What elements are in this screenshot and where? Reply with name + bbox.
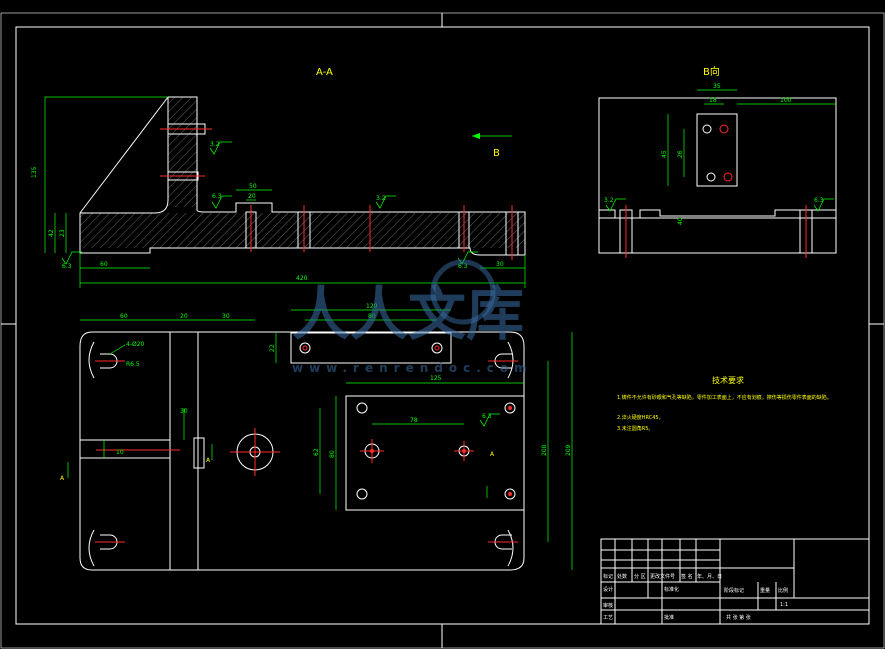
tb-sign: 签 名 bbox=[681, 573, 693, 580]
hatch-vertical bbox=[168, 97, 197, 207]
dim-78: 78 bbox=[410, 417, 418, 424]
dim-18: 18 bbox=[709, 97, 717, 104]
roughness-3: 3.2 bbox=[376, 195, 386, 202]
tb-scale-value: 1:1 bbox=[780, 602, 788, 608]
dim-plan-10: 10 bbox=[116, 449, 124, 456]
dim-45: 45 bbox=[661, 150, 668, 158]
dim-420: 420 bbox=[296, 275, 308, 282]
large-plate bbox=[345, 395, 525, 511]
plan-view: 60 20 30 120 80 22 125 78 62 80 200 209 … bbox=[60, 303, 573, 571]
view-b: B向 35 18 100 45 26 40 3.2 6.3 bbox=[598, 65, 837, 258]
dim-62: 62 bbox=[313, 448, 320, 456]
tb-review: 审核 bbox=[603, 602, 613, 609]
dim-35: 35 bbox=[713, 83, 721, 90]
view-arrow-b: B bbox=[493, 148, 500, 159]
dim-209: 209 bbox=[565, 444, 572, 456]
dim-plan-30: 30 bbox=[222, 313, 230, 320]
section-aa-label: A-A bbox=[316, 67, 333, 78]
web-rib bbox=[79, 96, 169, 214]
dim-135: 135 bbox=[31, 166, 38, 178]
tb-mark: 标记 bbox=[603, 573, 613, 580]
tech-line-1: 1.铸件不允许有砂眼和气孔等缺陷，零件加工表面上，不应有划痕，擦伤等损伤零件表面… bbox=[617, 394, 832, 401]
tech-line-3: 3.未注圆角R5。 bbox=[617, 425, 653, 432]
tb-zone: 分 区 bbox=[634, 573, 646, 580]
view-arrow-a-1: A bbox=[60, 475, 65, 482]
tech-requirements: 技术要求 1.铸件不允许有砂眼和气孔等缺陷，零件加工表面上，不应有划痕，擦伤等损… bbox=[617, 375, 832, 432]
dim-42: 42 bbox=[48, 229, 55, 237]
title-block: 标记 处数 分 区 更改文件号 签 名 年、月、日 设计 标准化 审核 工艺 批… bbox=[600, 538, 870, 625]
roughness-5: 6.3 bbox=[458, 263, 468, 270]
dim-200: 200 bbox=[541, 444, 548, 456]
view-b-hole-4 bbox=[723, 172, 733, 182]
watermark-text: 人人文库 bbox=[292, 280, 524, 348]
dim-80: 80 bbox=[368, 313, 376, 320]
tb-change: 更改文件号 bbox=[650, 573, 675, 580]
tech-line-2: 2.淬火硬度HRC45， bbox=[617, 414, 664, 421]
view-b-outline bbox=[598, 97, 837, 254]
dim-100: 100 bbox=[780, 97, 792, 104]
tb-design: 设计 bbox=[603, 586, 613, 593]
dim-60: 60 bbox=[100, 261, 108, 268]
dim-26: 26 bbox=[677, 150, 684, 158]
dim-40: 40 bbox=[677, 217, 684, 225]
view-b-label: B向 bbox=[703, 65, 720, 78]
dim-plan-80: 80 bbox=[329, 450, 336, 458]
section-aa-view: A-A 135 42 23 60 420 bbox=[31, 67, 526, 288]
tb-stage: 阶段标记 bbox=[724, 587, 744, 594]
view-b-hole-3 bbox=[706, 172, 716, 182]
dim-125: 125 bbox=[430, 375, 442, 382]
dim-22: 22 bbox=[269, 344, 276, 352]
small-plate bbox=[290, 332, 452, 364]
roughness-7: 6.3 bbox=[814, 197, 824, 204]
roughness-4: 6.3 bbox=[62, 263, 72, 270]
dim-plan-30b: 30 bbox=[180, 408, 188, 415]
dim-30: 30 bbox=[496, 261, 504, 268]
dim-23: 23 bbox=[59, 229, 66, 237]
roughness-2: 6.3 bbox=[212, 193, 222, 200]
tech-title: 技术要求 bbox=[712, 375, 744, 385]
tb-standard: 标准化 bbox=[664, 586, 679, 593]
tb-sheets: 共 张 第 张 bbox=[726, 614, 751, 621]
hatch-base bbox=[80, 213, 525, 248]
dim-phi: 4-Ø20 bbox=[126, 341, 145, 348]
tb-approve: 批准 bbox=[664, 614, 674, 621]
dim-plan-60: 60 bbox=[120, 313, 128, 320]
dim-50: 50 bbox=[249, 183, 257, 190]
dim-20: 20 bbox=[248, 193, 256, 200]
dim-plan-20: 20 bbox=[180, 313, 188, 320]
dim-radius: R6.5 bbox=[126, 361, 140, 368]
dim-120: 120 bbox=[366, 303, 378, 310]
tb-craft: 工艺 bbox=[603, 615, 613, 621]
watermark: 人人文库 www.renrendoc.com bbox=[292, 259, 533, 375]
view-b-hole-2 bbox=[719, 124, 729, 134]
tb-count: 处数 bbox=[617, 573, 627, 580]
view-arrow-a-3: A bbox=[490, 451, 495, 458]
roughness-8: 6.3 bbox=[482, 413, 492, 420]
watermark-url: www.renrendoc.com bbox=[292, 361, 533, 375]
tb-date: 年、月、日 bbox=[697, 573, 722, 580]
roughness-1: 3.2 bbox=[210, 141, 220, 148]
roughness-6: 3.2 bbox=[604, 197, 614, 204]
plan-outline bbox=[79, 331, 525, 571]
view-b-plate bbox=[696, 113, 738, 187]
view-b-hole-1 bbox=[702, 124, 712, 134]
tb-scale: 比例 bbox=[778, 587, 788, 594]
tb-weight: 重量 bbox=[760, 587, 770, 594]
view-arrow-a-2: A bbox=[206, 457, 211, 464]
